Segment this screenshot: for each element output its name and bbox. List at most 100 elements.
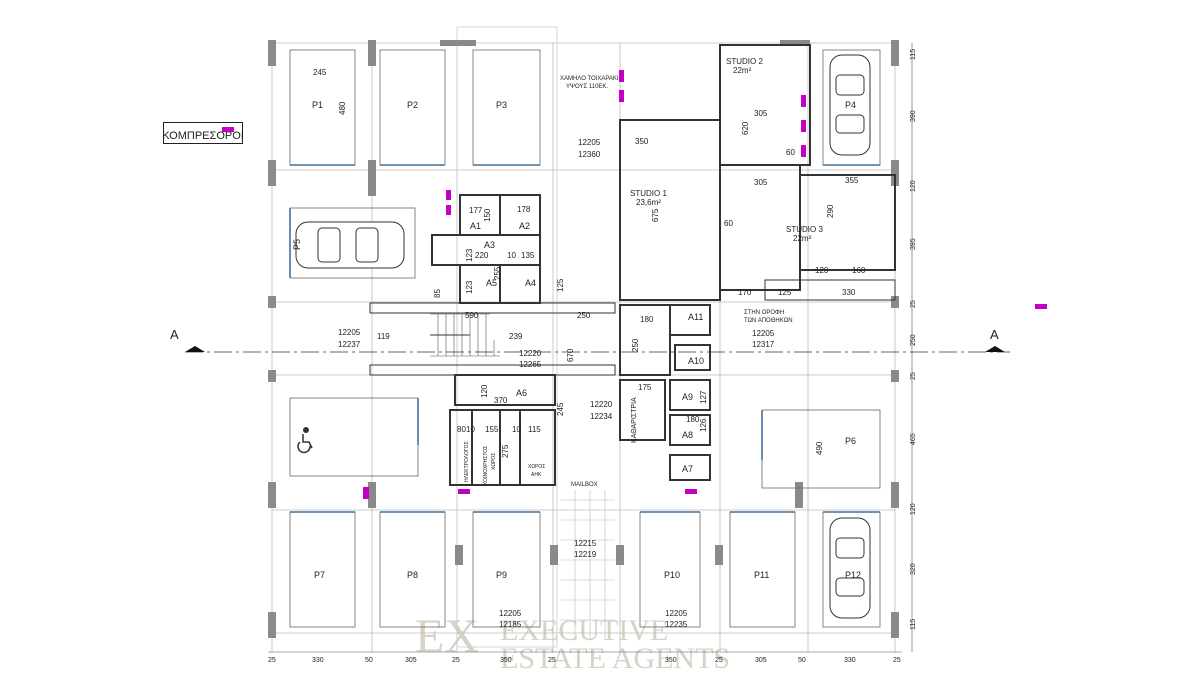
- trash-room-2: ΧΩΡΟΣ: [491, 453, 497, 470]
- parking-label-p2: P2: [407, 100, 418, 110]
- dim-right: 25: [910, 372, 917, 380]
- dim-inner: 155: [485, 425, 499, 434]
- section-line: [185, 346, 1010, 353]
- legend-box: ΚΟΜΠΡΕΣΟΡΟΙ: [162, 122, 244, 144]
- dim-inner: 290: [826, 204, 835, 218]
- dim-inner: 330: [842, 288, 856, 297]
- storage-label-a6: A6: [516, 388, 527, 398]
- dim-inner: 250: [577, 311, 591, 320]
- parking-label-p10: P10: [664, 570, 680, 580]
- dim-inner: 670: [566, 348, 575, 362]
- dim-inner: 675: [651, 208, 660, 222]
- dim-inner: 175: [638, 383, 652, 392]
- level-bottom: 12265: [519, 360, 542, 369]
- dim-bottom: 25: [715, 657, 723, 664]
- dim-inner: 120: [815, 266, 829, 275]
- section-marker-left: A: [170, 327, 179, 342]
- dim-right: 250: [910, 334, 917, 346]
- dim-inner: 126: [699, 418, 708, 432]
- dim-inner: 120: [480, 384, 489, 398]
- dim-inner: 115: [528, 425, 541, 434]
- parking-label-p7: P7: [314, 570, 325, 580]
- level-top: 12215: [574, 539, 597, 548]
- level-bottom: 12185: [499, 620, 522, 629]
- trash-room-1: ΚΟΙΝΟΧΡΗΣΤΟΣ: [483, 446, 489, 485]
- low-wall-label: ΧΑΜΗΛΟ ΤΟΙΧΑΡΑΚΙ: [560, 76, 619, 82]
- level-bottom: 12219: [574, 550, 597, 559]
- legend-label: ΚΟΜΠΡΕΣΟΡΟΙ: [162, 130, 244, 142]
- studio3-name: STUDIO 3: [786, 225, 823, 234]
- level-bottom: 12360: [578, 150, 601, 159]
- dim-inner: 119: [377, 332, 390, 341]
- dim-right: 395: [910, 238, 917, 250]
- electric-room: ΗΛΕΚΤΡΟΛΟΓΟΣ: [464, 441, 470, 482]
- dim-inner: 220: [475, 251, 489, 260]
- dim-inner: 620: [741, 121, 750, 135]
- legend-swatch: [222, 127, 234, 132]
- parking-label-p5: P5: [292, 239, 302, 250]
- columns: [268, 40, 899, 638]
- compressor-marks: [363, 70, 1047, 499]
- dim-right: 120: [910, 180, 917, 192]
- dim-bottom: 50: [365, 657, 373, 664]
- level-top: 12220: [590, 400, 613, 409]
- dim-right: 465: [910, 433, 917, 445]
- dim-bottom: 25: [893, 657, 901, 664]
- dim-inner: 160: [852, 266, 866, 275]
- parking-label-p3: P3: [496, 100, 507, 110]
- storage-label-a3: A3: [484, 240, 495, 250]
- level-top: 12205: [499, 609, 522, 618]
- parking-outlines: [289, 49, 881, 628]
- accessible-icon: [297, 427, 313, 454]
- parking-label-p12: P12: [845, 570, 861, 580]
- level-bottom: 12317: [752, 340, 775, 349]
- entrance-paving: [560, 490, 615, 640]
- low-wall-height: ΥΨΟΥΣ 110ΕΚ.: [566, 84, 608, 90]
- storage-label-a11: A11: [688, 312, 703, 322]
- dim-inner: 10: [466, 425, 475, 434]
- dim-bottom: 330: [312, 657, 324, 664]
- dim-inner: 10: [507, 251, 516, 260]
- dim-inner: 590: [465, 311, 479, 320]
- parking-label-p8: P8: [407, 570, 418, 580]
- studio2-area: 22m²: [733, 66, 752, 75]
- studio1-name: STUDIO 1: [630, 189, 667, 198]
- car-icon-p12: [829, 517, 871, 619]
- storage-label-a10: A10: [688, 356, 704, 366]
- watermark-mark: EX: [415, 610, 479, 663]
- level-top: 12205: [578, 138, 601, 147]
- dim-inner: 350: [635, 137, 649, 146]
- roof-storage-2: ΤΩΝ ΑΠΟΘΗΚΩΝ: [744, 318, 793, 324]
- dim-inner: 170: [738, 288, 752, 297]
- dim-bottom: 25: [268, 657, 276, 664]
- dim-inner: 150: [483, 208, 492, 222]
- parking-label-p9: P9: [496, 570, 507, 580]
- car-icon-p5: [295, 221, 405, 269]
- storage-label-a9: A9: [682, 392, 693, 402]
- studio1-area: 23,6m²: [636, 198, 661, 207]
- dim-inner: 305: [754, 109, 768, 118]
- dim-inner: 125: [556, 278, 565, 292]
- dim-inner: 123: [465, 280, 474, 294]
- cleaning-room: ΚΑΘΑΡΙΣΤΡΙΑ: [631, 397, 638, 443]
- dim-inner: 180: [686, 415, 700, 424]
- dim-inner: 177: [469, 206, 483, 215]
- dim-right: 115: [910, 49, 917, 60]
- dim-inner: 255: [493, 266, 502, 280]
- car-icon-p4: [829, 54, 871, 156]
- dim-inner: 80: [457, 425, 466, 434]
- car-icons: [295, 54, 871, 619]
- dim-inner: 135: [521, 251, 535, 260]
- level-top: 12205: [338, 328, 361, 337]
- dim-inner: 123: [465, 248, 474, 262]
- section-marker-right: A: [990, 327, 999, 342]
- dim-bottom: 305: [405, 657, 417, 664]
- roof-storage-1: ΣΤΗΝ ΟΡΟΦΗ: [744, 310, 784, 316]
- studio2-name: STUDIO 2: [726, 57, 763, 66]
- level-top: 12205: [752, 329, 775, 338]
- dim-inner: 355: [845, 176, 859, 185]
- mailbox-label: MAILBOX: [571, 482, 598, 488]
- level-top: 12205: [665, 609, 688, 618]
- dim-right: 320: [910, 563, 917, 575]
